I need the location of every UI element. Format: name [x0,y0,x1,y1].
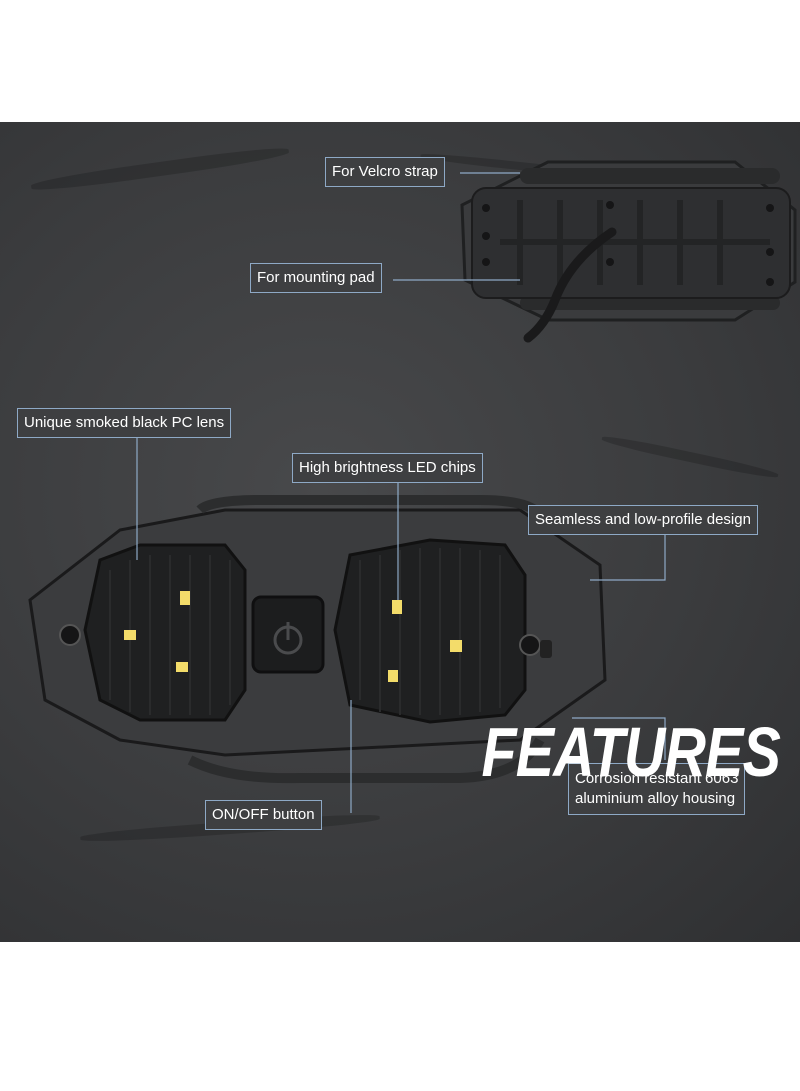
callout-design: Seamless and low-profile design [528,505,758,535]
callout-housing-line2: aluminium alloy housing [575,790,736,807]
velcro-slot [520,168,780,184]
led-chip [450,640,462,652]
rear-view-light [460,160,797,343]
callout-housing: Corrosion resistant 6063 aluminium alloy… [568,763,746,815]
power-cable [523,227,617,343]
callout-lens: Unique smoked black PC lens [17,408,232,438]
led-chip [392,600,402,614]
right-lens [333,538,527,724]
bottom-frame-bar [187,737,545,784]
led-chip [388,670,398,682]
front-view-light [28,495,607,784]
screw-hole-left [59,624,81,646]
leader-lines [136,172,666,813]
velcro-slot [520,296,780,310]
led-chip [176,662,188,672]
features-title: FEATURES [481,713,780,791]
callout-velcro: For Velcro strap [325,157,445,187]
callout-housing-line1: Corrosion resistant 6063 [575,770,739,787]
leader-housing [572,717,666,760]
led-chip [124,630,136,640]
callout-button: ON/OFF button [205,800,322,830]
callout-mounting-pad: For mounting pad [250,263,382,293]
cable-gland [540,640,552,658]
left-lens [83,543,247,722]
leader-design [590,535,666,581]
callout-led-chips: High brightness LED chips [292,453,483,483]
led-chip [180,591,190,605]
screw-hole-right [519,634,541,656]
